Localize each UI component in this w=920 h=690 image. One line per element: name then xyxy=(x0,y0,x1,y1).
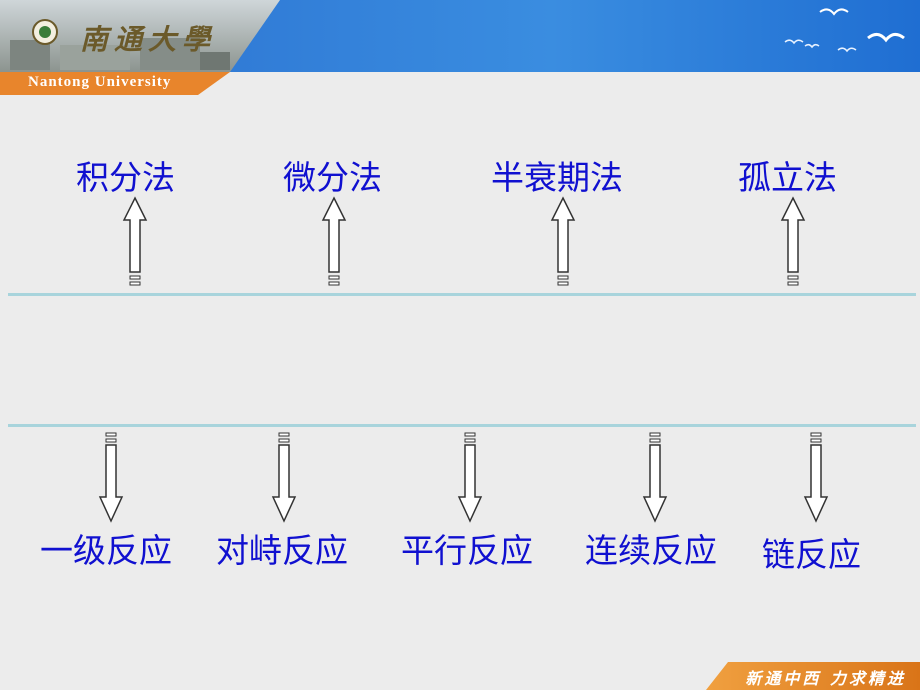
header-graphic xyxy=(0,0,920,95)
method-differential: 微分法 xyxy=(283,158,382,197)
up-arrow-icon xyxy=(321,196,347,286)
up-arrow-icon xyxy=(780,196,806,286)
method-half-life: 半衰期法 xyxy=(491,158,623,197)
university-name-english: Nantong University xyxy=(28,74,172,90)
down-arrow-icon xyxy=(457,432,483,523)
university-logo-chinese: 南通大學 xyxy=(80,23,217,56)
up-arrow-icon xyxy=(550,196,576,286)
method-integral: 积分法 xyxy=(76,158,175,197)
divider-line-bottom xyxy=(8,424,916,427)
reaction-consecutive: 连续反应 xyxy=(585,531,717,570)
header-banner: 南通大學 Nantong University xyxy=(0,0,920,95)
reaction-opposing: 对峙反应 xyxy=(216,531,348,570)
down-arrow-icon xyxy=(803,432,829,523)
down-arrow-icon xyxy=(98,432,124,523)
reaction-parallel: 平行反应 xyxy=(401,531,533,570)
method-isolation: 孤立法 xyxy=(738,158,837,197)
footer-motto: 新通中西 力求精进 xyxy=(745,669,906,688)
down-arrow-icon xyxy=(271,432,297,523)
reaction-first-order: 一级反应 xyxy=(40,531,172,570)
divider-line-top xyxy=(8,293,916,296)
up-arrow-icon xyxy=(122,196,148,286)
reaction-chain: 链反应 xyxy=(762,535,861,574)
down-arrow-icon xyxy=(642,432,668,523)
